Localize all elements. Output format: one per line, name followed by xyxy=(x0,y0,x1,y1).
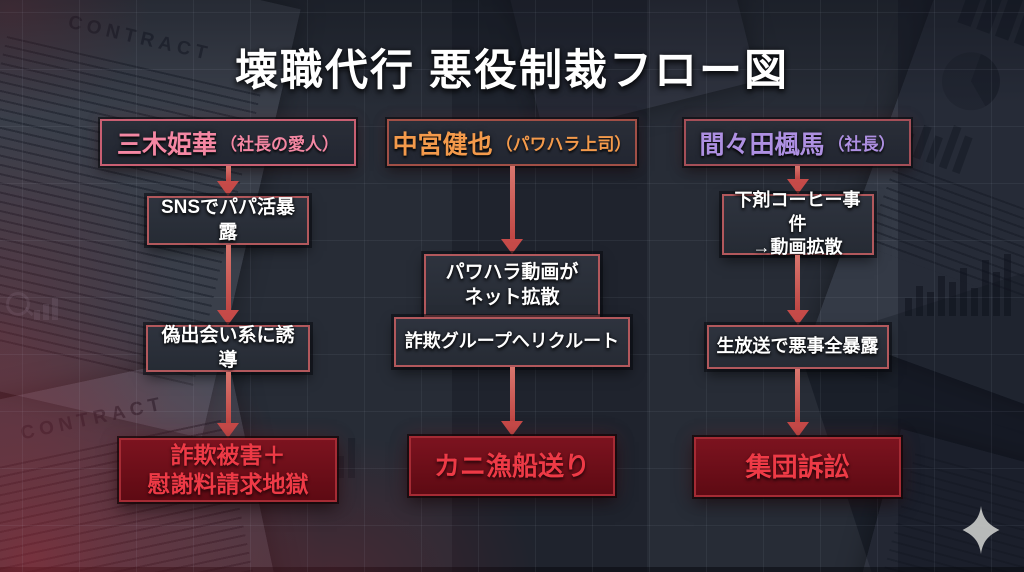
character-name: 間々田楓馬 xyxy=(699,130,825,159)
sparkle-icon xyxy=(962,506,1000,554)
down-arrow xyxy=(501,166,523,254)
character-header: 間々田楓馬 （社長） xyxy=(684,119,911,166)
character-role: （社長の愛人） xyxy=(220,135,339,154)
down-arrow xyxy=(217,372,239,438)
flow-column-nakamiya: 中宮健也 （パワハラ上司） パワハラ動画が ネット拡散 詐欺グループへリクルート… xyxy=(387,119,637,496)
flow-column-mamada: 間々田楓馬 （社長） 下剤コーヒー事件 →動画拡散 生放送で悪事全暴露 集団訴訟 xyxy=(684,119,911,497)
step-box: 下剤コーヒー事件 →動画拡散 xyxy=(721,190,874,257)
character-role: （社長） xyxy=(827,135,896,154)
outcome-box: 詐欺被害＋ 慰謝料請求地獄 xyxy=(119,438,337,502)
page-title: 壊職代行 悪役制裁フロー図 xyxy=(235,47,789,95)
character-header: 三木姫華 （社長の愛人） xyxy=(100,119,356,166)
outcome-box: 集団訴訟 xyxy=(694,437,901,497)
character-name: 中宮健也 xyxy=(392,130,493,159)
character-role: （パワハラ上司） xyxy=(495,135,632,154)
outcome-box: カニ漁船送り xyxy=(409,436,615,496)
down-arrow xyxy=(217,166,239,196)
character-header: 中宮健也 （パワハラ上司） xyxy=(387,119,637,166)
character-name: 三木姫華 xyxy=(116,130,217,159)
step-box: パワハラ動画が ネット拡散 xyxy=(424,254,600,317)
step-box: 偽出会い系に誘導 xyxy=(146,325,310,372)
step-box: 詐欺グループへリクルート xyxy=(394,317,630,367)
down-arrow xyxy=(786,369,809,437)
down-arrow xyxy=(217,245,239,325)
step-box: SNSでパパ活暴露 xyxy=(147,196,309,245)
step-box: 生放送で悪事全暴露 xyxy=(706,325,889,369)
down-arrow xyxy=(786,255,809,325)
flow-column-miki: 三木姫華 （社長の愛人） SNSでパパ活暴露 偽出会い系に誘導 詐欺被害＋ 慰謝… xyxy=(100,119,356,502)
down-arrow xyxy=(501,367,523,436)
